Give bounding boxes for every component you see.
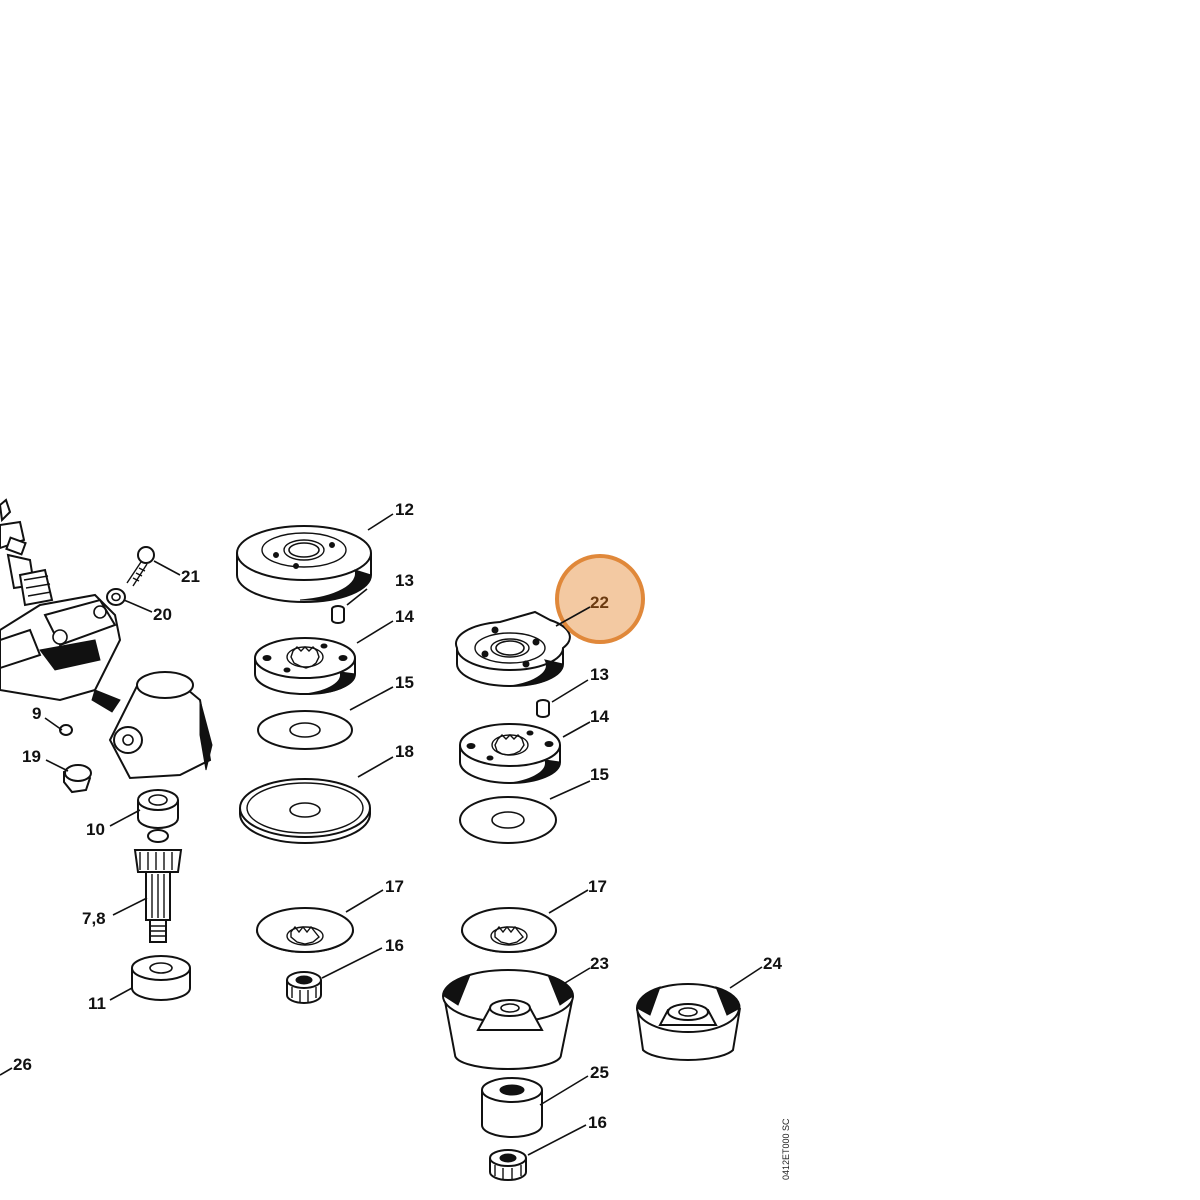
- label-9: 9: [32, 704, 41, 723]
- part-9-pin: [59, 724, 73, 736]
- label-13-a: 13: [395, 571, 414, 590]
- label-15-b: 15: [590, 765, 609, 784]
- label-16-a: 16: [385, 936, 404, 955]
- label-20: 20: [153, 605, 172, 624]
- part-18-dish: [239, 778, 371, 844]
- part-19-plug: [63, 764, 92, 794]
- part-17-thrust-plate-b: [461, 907, 557, 953]
- label-12: 12: [395, 500, 414, 519]
- part-21-screw: [126, 546, 155, 587]
- part-11-bearing: [131, 955, 191, 1001]
- label-22: 22: [590, 593, 609, 612]
- part-labels: 12 21 13 20 14 22 13 9 15 14 19 18 15 10…: [13, 500, 782, 1132]
- label-17-b: 17: [588, 877, 607, 896]
- label-19: 19: [22, 747, 41, 766]
- part-12-thrust-plate: [236, 525, 372, 603]
- label-10: 10: [86, 820, 105, 839]
- part-22-thrust-plate: [454, 610, 571, 687]
- label-11: 11: [88, 994, 106, 1013]
- part-16-nut-b: [489, 1149, 527, 1181]
- highlight-circle-22: [555, 554, 645, 644]
- drawing-code: 0412ET000 SC: [781, 1118, 791, 1180]
- part-25-sleeve: [481, 1077, 543, 1138]
- part-16-nut-a: [286, 971, 322, 1004]
- part-7-8-shaft: [133, 829, 183, 943]
- part-17-thrust-plate-a: [256, 907, 354, 953]
- label-24: 24: [763, 954, 782, 973]
- part-23-cup: [442, 969, 574, 1070]
- label-14-b: 14: [590, 707, 609, 726]
- label-26: 26: [13, 1055, 32, 1074]
- leader-lines: [0, 513, 763, 1156]
- part-10-bearing: [137, 789, 179, 829]
- label-14-a: 14: [395, 607, 414, 626]
- label-16-b: 16: [588, 1113, 607, 1132]
- part-14-thrust-washer-b: [459, 723, 561, 784]
- part-14-thrust-washer-a: [254, 637, 356, 695]
- part-13-screw-a: [331, 605, 345, 624]
- label-25: 25: [590, 1063, 609, 1082]
- label-18: 18: [395, 742, 414, 761]
- label-21: 21: [181, 567, 200, 586]
- label-7-8: 7,8: [82, 909, 106, 928]
- part-13-screw-b: [536, 699, 550, 718]
- label-15-a: 15: [395, 673, 414, 692]
- label-23: 23: [590, 954, 609, 973]
- part-15-disc-b: [459, 796, 557, 844]
- label-17-a: 17: [385, 877, 404, 896]
- part-15-disc-a: [257, 710, 353, 750]
- part-24-cup: [636, 983, 741, 1061]
- gearbox-assembly: [0, 498, 213, 780]
- part-20-washer: [106, 588, 126, 606]
- label-13-b: 13: [590, 665, 609, 684]
